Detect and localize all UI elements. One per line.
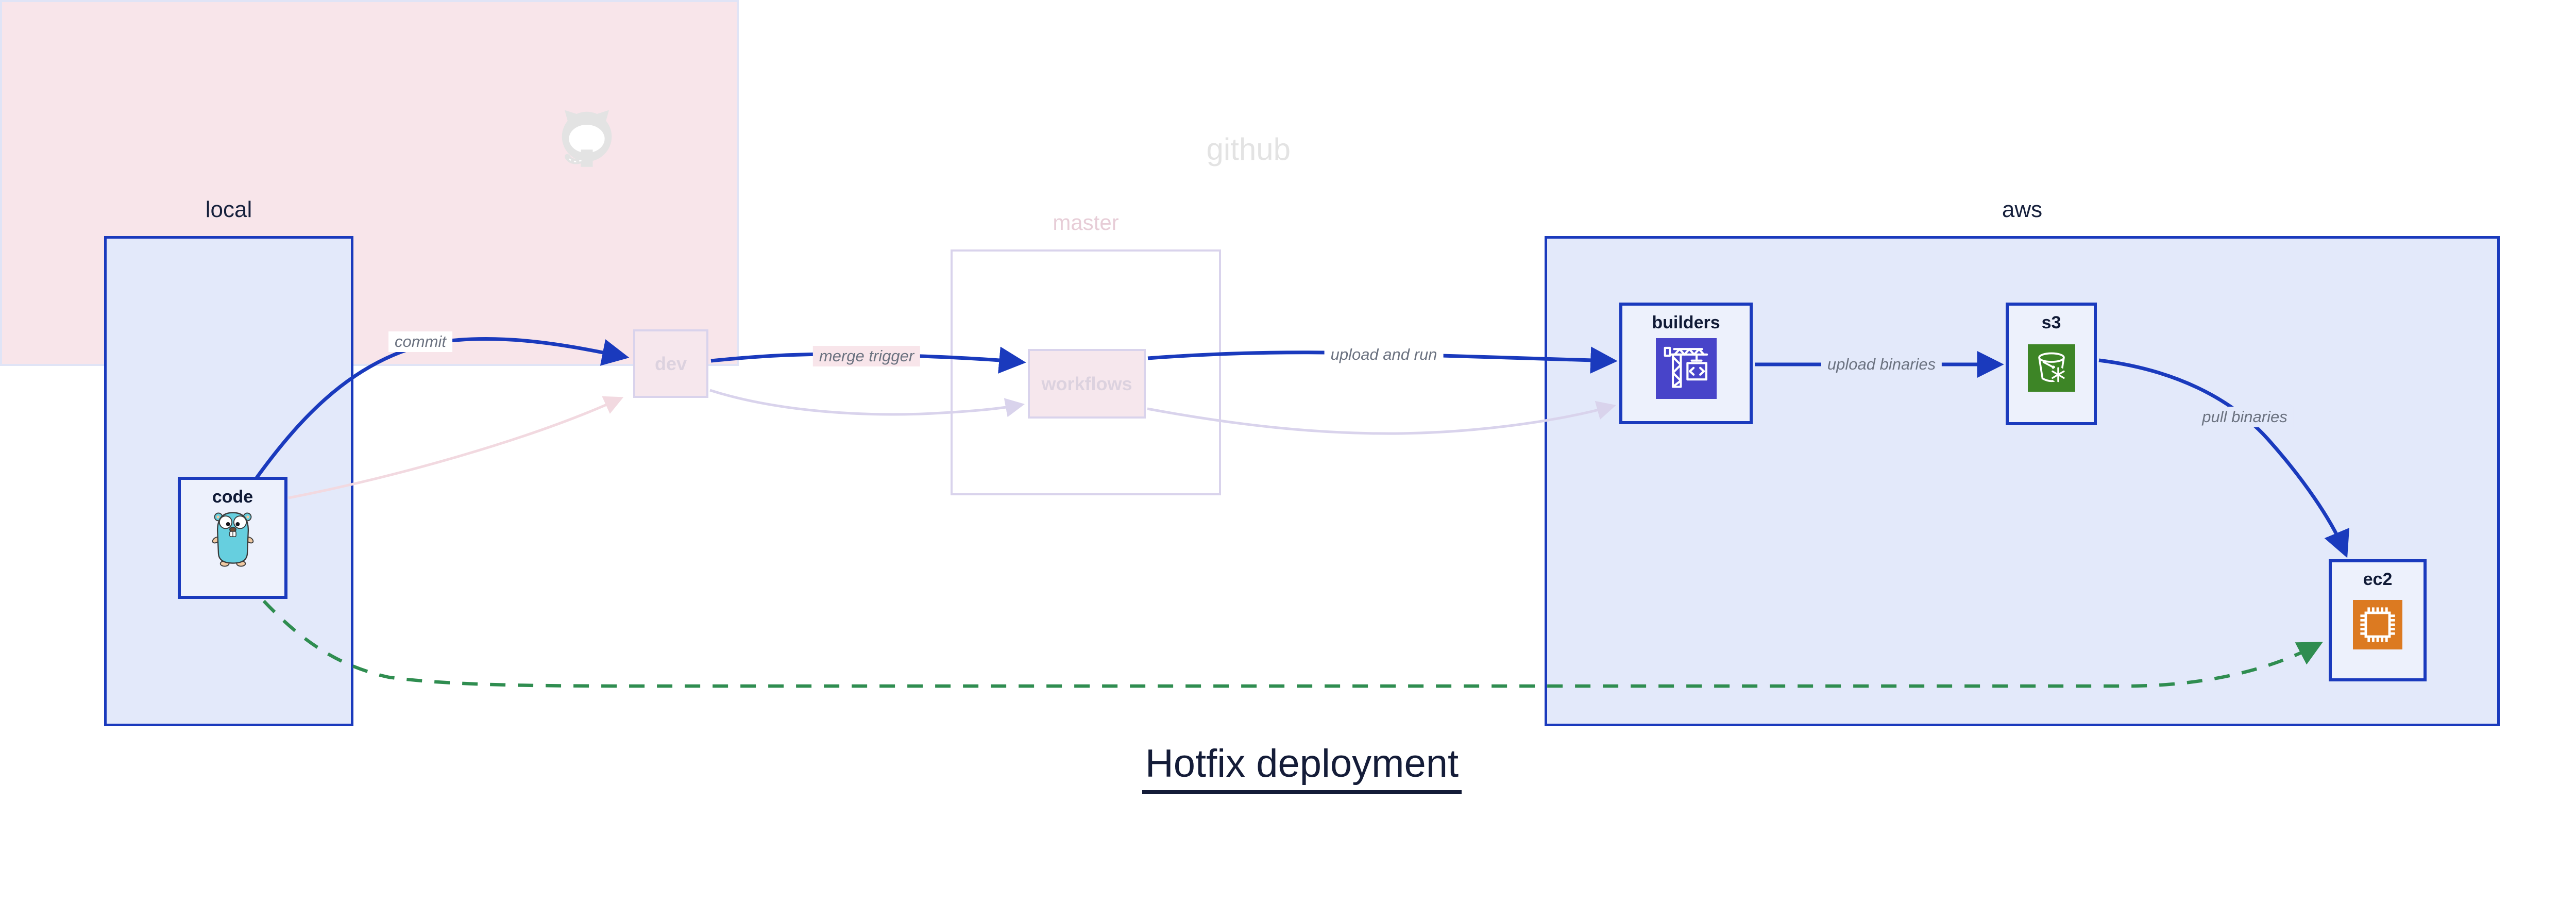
title-row: Hotfix deployment	[0, 741, 2576, 794]
node-dev-label: dev	[654, 353, 687, 374]
node-s3-label: s3	[2041, 313, 2061, 332]
edge-label-upload-and-run: upload and run	[1324, 344, 1444, 365]
edge-label-upload-binaries: upload binaries	[1821, 354, 1942, 375]
diagram-title: Hotfix deployment	[1142, 741, 1462, 794]
github-octocat-icon	[554, 103, 619, 168]
node-builders-label: builders	[1652, 313, 1720, 332]
node-code: code	[178, 477, 287, 599]
node-code-label: code	[212, 487, 253, 507]
edge-label-commit: commit	[388, 331, 452, 352]
node-builders: builders	[1619, 303, 1753, 424]
s3-bucket-icon	[2027, 344, 2075, 392]
node-ec2-label: ec2	[2363, 570, 2393, 589]
local-container-label: local	[205, 197, 252, 222]
gopher-icon	[211, 509, 255, 570]
master-branch-container	[951, 249, 1221, 495]
node-s3: s3	[2006, 303, 2097, 425]
ec2-chip-icon	[2353, 600, 2402, 649]
edge-label-pull-binaries: pull binaries	[2196, 407, 2294, 427]
node-workflows: workflows	[1028, 349, 1146, 419]
codebuild-crane-icon	[1655, 338, 1717, 399]
aws-container-label: aws	[2002, 197, 2043, 222]
github-container-label: github	[1206, 132, 1291, 166]
master-branch-label: master	[1053, 210, 1119, 235]
node-dev: dev	[633, 329, 708, 398]
edge-label-merge-trigger: merge trigger	[812, 346, 921, 366]
node-ec2: ec2	[2329, 559, 2427, 681]
node-workflows-label: workflows	[1041, 373, 1132, 394]
